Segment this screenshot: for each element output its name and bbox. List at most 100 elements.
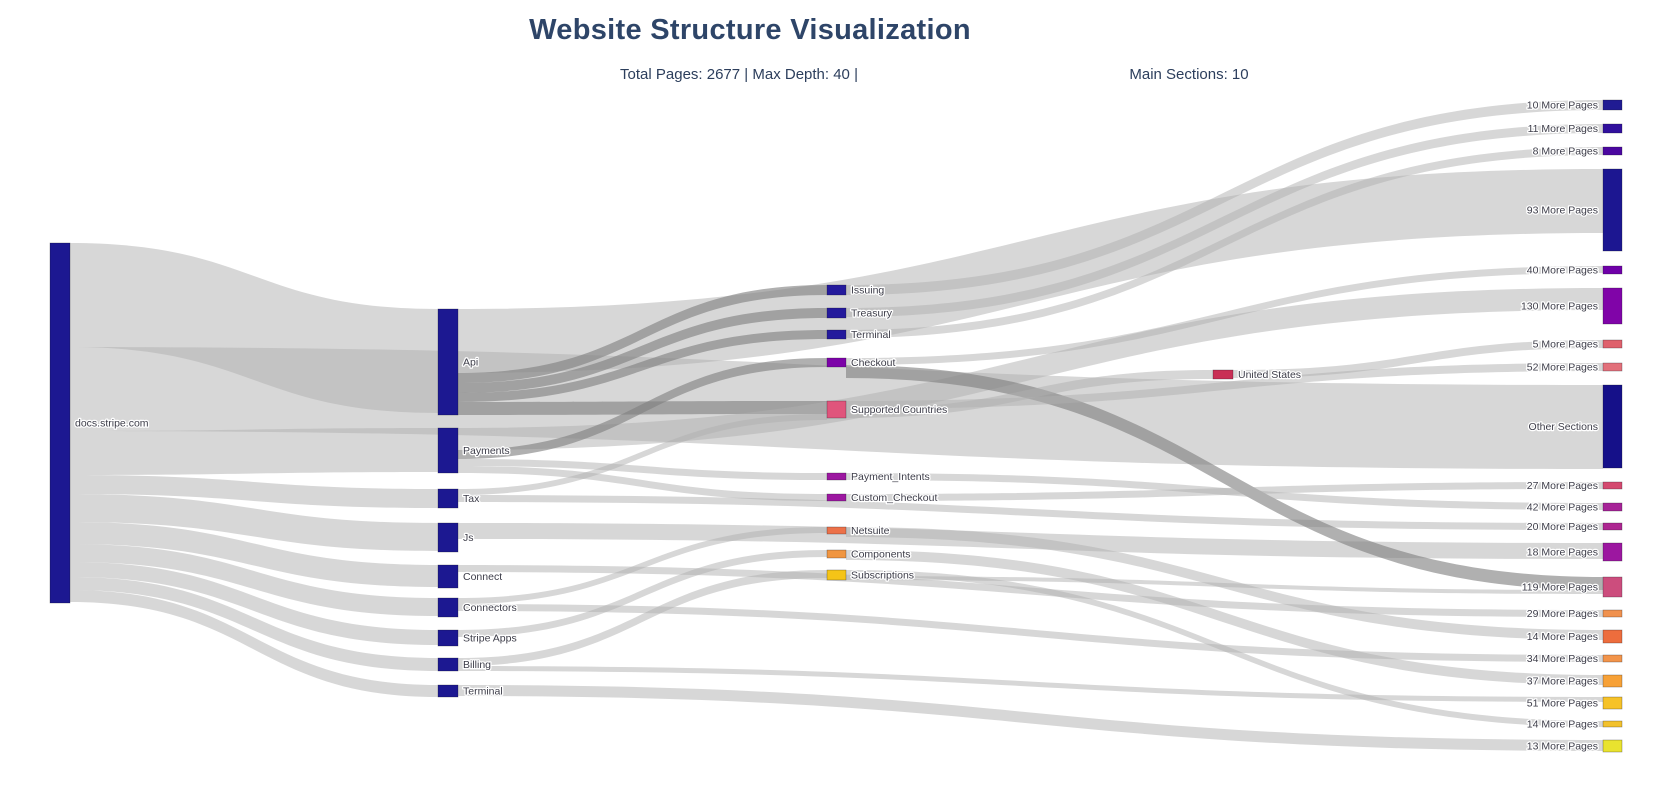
sankey-link-checkout-more_40 bbox=[846, 266, 1603, 365]
sankey-node-payment_intents[interactable] bbox=[826, 472, 847, 481]
sankey-node-terminal_sub[interactable] bbox=[826, 329, 847, 340]
sankey-node-label-payment_intents: Payment_Intents bbox=[851, 471, 930, 483]
sankey-link-checkout-more_119 bbox=[846, 365, 1603, 590]
sankey-node-stripe_apps[interactable] bbox=[437, 629, 459, 647]
sankey-node-api[interactable] bbox=[437, 308, 459, 416]
sankey-node-more_14a[interactable] bbox=[1602, 629, 1623, 644]
sankey-node-more_37[interactable] bbox=[1602, 674, 1623, 688]
sankey-node-label-tax: Tax bbox=[463, 493, 480, 505]
sankey-node-label-more_18: 18 More Pages bbox=[1527, 547, 1598, 559]
sankey-link-docs-billing bbox=[70, 577, 438, 671]
sankey-node-components[interactable] bbox=[826, 549, 847, 559]
sankey-node-label-api: Api bbox=[463, 357, 478, 369]
sankey-node-label-more_27: 27 More Pages bbox=[1527, 480, 1598, 492]
sankey-node-more_8[interactable] bbox=[1602, 146, 1623, 156]
sankey-node-treasury[interactable] bbox=[826, 307, 847, 319]
sankey-node-more_34[interactable] bbox=[1602, 654, 1623, 663]
sankey-node-more_13[interactable] bbox=[1602, 739, 1623, 753]
sankey-node-more_11[interactable] bbox=[1602, 123, 1623, 134]
sankey-node-label-more_14a: 14 More Pages bbox=[1527, 631, 1598, 643]
sankey-link-connectors-more_34 bbox=[458, 604, 1603, 662]
sankey-node-more_29[interactable] bbox=[1602, 609, 1623, 618]
sankey-node-label-stripe_apps: Stripe Apps bbox=[463, 633, 517, 645]
sankey-node-more_51[interactable] bbox=[1602, 696, 1623, 710]
sankey-link-payments-checkout bbox=[458, 358, 827, 459]
sankey-node-billing[interactable] bbox=[437, 657, 459, 672]
sankey-node-netsuite[interactable] bbox=[826, 526, 847, 535]
page-title: Website Structure Visualization bbox=[529, 14, 971, 46]
sankey-node-docs[interactable] bbox=[49, 242, 71, 604]
sankey-node-label-more_14b: 14 More Pages bbox=[1527, 719, 1598, 731]
sankey-node-more_10[interactable] bbox=[1602, 99, 1623, 111]
sankey-node-payments[interactable] bbox=[437, 427, 459, 474]
sankey-link-docs-js bbox=[70, 494, 438, 551]
sankey-nodes-layer bbox=[49, 99, 1623, 753]
sankey-node-more_14b[interactable] bbox=[1602, 720, 1623, 728]
sankey-node-more_20[interactable] bbox=[1602, 522, 1623, 531]
sankey-node-label-billing: Billing bbox=[463, 659, 491, 671]
sankey-node-supported_countries[interactable] bbox=[826, 400, 847, 419]
sankey-link-united_states-more_5 bbox=[1233, 340, 1603, 378]
sankey-link-docs-connect bbox=[70, 522, 438, 587]
sankey-node-other_sections[interactable] bbox=[1602, 384, 1623, 469]
sankey-node-more_18[interactable] bbox=[1602, 542, 1623, 562]
sankey-node-more_93[interactable] bbox=[1602, 168, 1623, 252]
sankey-node-label-payments: Payments bbox=[463, 445, 510, 457]
sankey-node-connectors[interactable] bbox=[437, 597, 459, 618]
sankey-node-label-more_52: 52 More Pages bbox=[1527, 362, 1598, 374]
sankey-link-connectors-netsuite bbox=[458, 527, 827, 604]
sankey-node-label-issuing: Issuing bbox=[851, 285, 884, 297]
sankey-link-issuing-more_10 bbox=[846, 100, 1603, 295]
sankey-node-label-more_29: 29 More Pages bbox=[1527, 608, 1598, 620]
sankey-node-label-js: Js bbox=[463, 532, 474, 544]
sankey-link-api-terminal_sub bbox=[458, 330, 827, 402]
sankey-node-checkout[interactable] bbox=[826, 357, 847, 368]
sankey-node-label-other_sections: Other Sections bbox=[1529, 421, 1598, 433]
sankey-node-more_5[interactable] bbox=[1602, 339, 1623, 349]
sankey-node-label-more_42: 42 More Pages bbox=[1527, 502, 1598, 514]
sankey-node-label-more_119: 119 More Pages bbox=[1522, 582, 1598, 594]
sankey-node-label-connectors: Connectors bbox=[463, 602, 517, 614]
sankey-node-more_119[interactable] bbox=[1602, 576, 1623, 598]
sankey-link-components-more_37 bbox=[846, 550, 1603, 685]
stats-main-sections: Main Sections: 10 bbox=[1129, 66, 1249, 83]
sankey-node-label-more_93: 93 More Pages bbox=[1527, 205, 1598, 217]
sankey-link-payments-custom_checkout bbox=[458, 466, 827, 501]
sankey-link-terminal-more_13 bbox=[458, 685, 1603, 751]
sankey-node-label-checkout: Checkout bbox=[851, 357, 895, 369]
sankey-link-stripe_apps-components bbox=[458, 550, 827, 637]
sankey-node-more_42[interactable] bbox=[1602, 502, 1623, 512]
sankey-link-docs-terminal bbox=[70, 590, 438, 697]
sankey-node-label-components: Components bbox=[851, 549, 911, 561]
sankey-node-united_states[interactable] bbox=[1212, 369, 1234, 380]
sankey-node-custom_checkout[interactable] bbox=[826, 493, 847, 502]
sankey-node-more_130[interactable] bbox=[1602, 287, 1623, 325]
sankey-node-js[interactable] bbox=[437, 522, 459, 553]
sankey-node-label-connect: Connect bbox=[463, 571, 502, 583]
sankey-link-api-issuing bbox=[458, 285, 827, 383]
sankey-link-supported_countries-united_states bbox=[846, 370, 1213, 418]
stats-total-pages-max-depth: Total Pages: 2677 | Max Depth: 40 | bbox=[620, 66, 858, 83]
sankey-link-subscriptions-more_14b bbox=[846, 570, 1603, 727]
sankey-node-more_27[interactable] bbox=[1602, 481, 1623, 490]
sankey-link-supported_countries-more_52 bbox=[846, 363, 1603, 409]
sankey-link-terminal_sub-more_8 bbox=[846, 147, 1603, 338]
sankey-node-label-more_37: 37 More Pages bbox=[1527, 676, 1598, 688]
sankey-node-terminal[interactable] bbox=[437, 684, 459, 698]
sankey-links-layer bbox=[70, 100, 1603, 751]
sankey-node-label-treasury: Treasury bbox=[851, 308, 893, 320]
sankey-link-billing-more_51 bbox=[458, 666, 1603, 702]
sankey-link-subscriptions-more_119 bbox=[846, 576, 1603, 594]
sankey-node-label-more_34: 34 More Pages bbox=[1527, 653, 1598, 665]
sankey-link-payments-more_130 bbox=[458, 288, 1603, 450]
sankey-node-subscriptions[interactable] bbox=[826, 569, 847, 581]
sankey-node-label-more_8: 8 More Pages bbox=[1533, 146, 1598, 158]
sankey-node-more_52[interactable] bbox=[1602, 362, 1623, 372]
sankey-node-connect[interactable] bbox=[437, 564, 459, 589]
sankey-node-issuing[interactable] bbox=[826, 284, 847, 296]
sankey-node-more_40[interactable] bbox=[1602, 265, 1623, 275]
sankey-node-label-more_5: 5 More Pages bbox=[1533, 339, 1598, 351]
sankey-node-label-custom_checkout: Custom_Checkout bbox=[851, 492, 937, 504]
sankey-node-tax[interactable] bbox=[437, 488, 459, 509]
